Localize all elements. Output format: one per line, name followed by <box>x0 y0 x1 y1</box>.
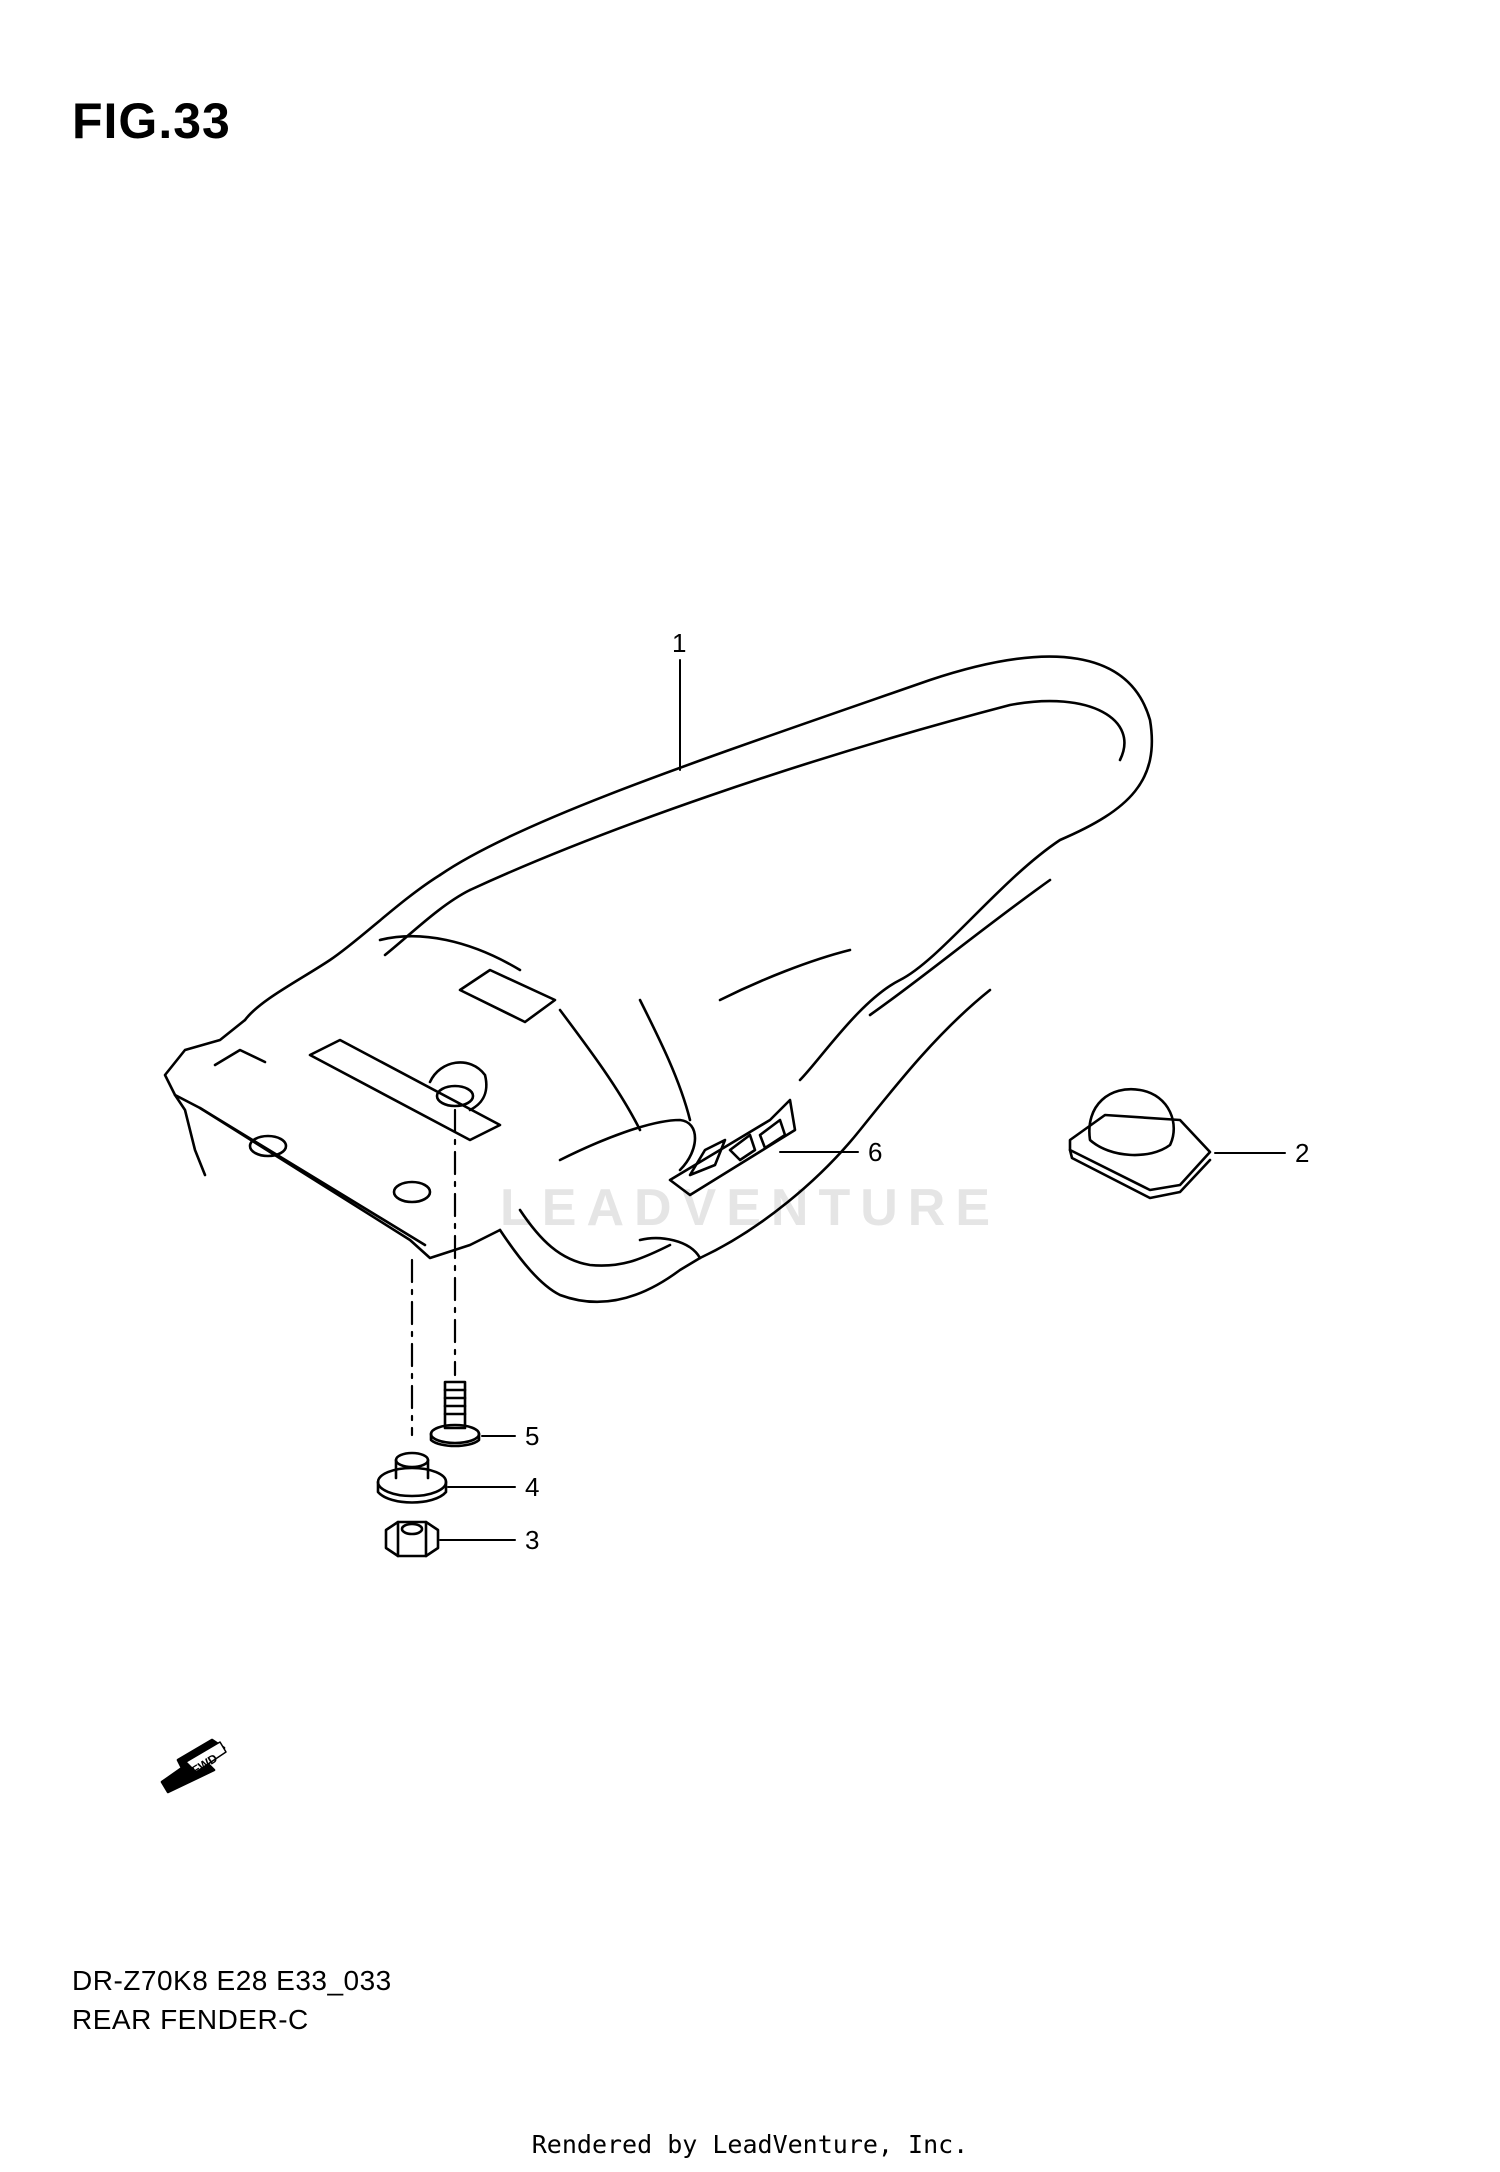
callout-2: 2 <box>1295 1138 1309 1168</box>
cushion-part <box>1068 1087 1212 1200</box>
watermark-text: LEADVENTURE <box>500 1179 1001 1237</box>
decal-part <box>668 1098 797 1197</box>
nut-part <box>384 1520 440 1558</box>
forward-arrow-icon <box>160 1738 227 1794</box>
callout-3: 3 <box>525 1525 539 1555</box>
callout-5: 5 <box>525 1421 539 1451</box>
rear-fender-part <box>163 655 1154 1437</box>
footer-credit: Rendered by LeadVenture, Inc. <box>531 2130 969 2159</box>
callout-4: 4 <box>525 1472 539 1502</box>
section-name: REAR FENDER-C <box>72 2004 309 2035</box>
collar-part <box>376 1451 448 1504</box>
callout-6: 6 <box>868 1137 882 1167</box>
callout-1: 1 <box>672 628 686 658</box>
model-code: DR-Z70K8 E28 E33_033 <box>72 1965 392 1996</box>
figure-title: FIG.33 <box>72 93 231 149</box>
bolt-part <box>429 1380 481 1448</box>
